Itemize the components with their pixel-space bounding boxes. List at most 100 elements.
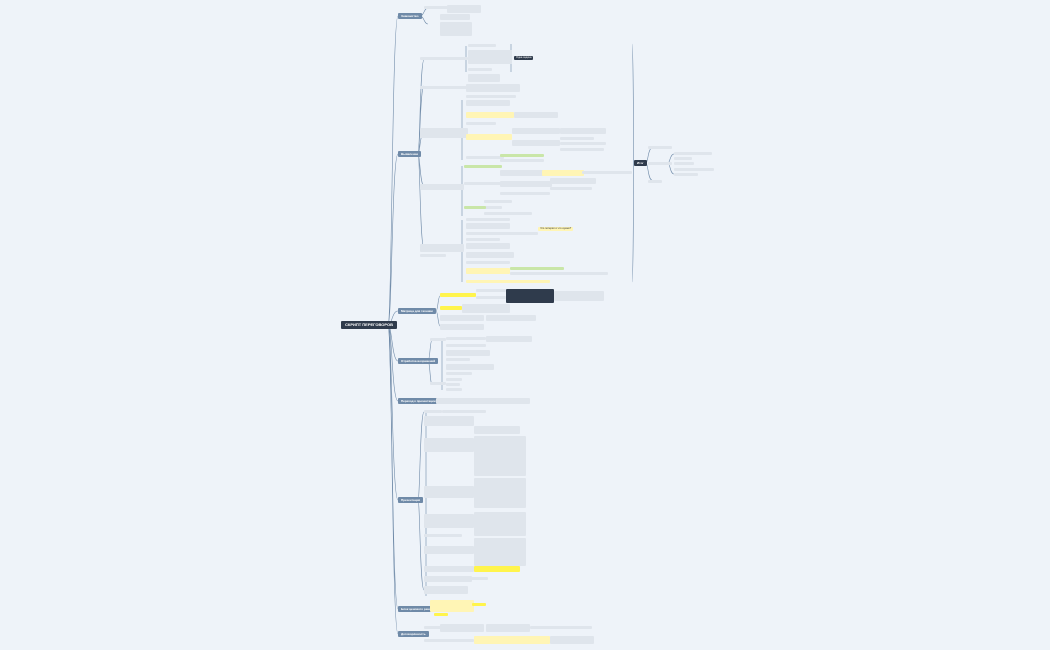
leaf-block [466, 223, 510, 229]
leaf-block [582, 171, 632, 174]
leaf-block [440, 22, 472, 36]
root-node[interactable]: СКРИПТ ПЕРЕГОВОРОВ [341, 321, 398, 329]
side-node[interactable]: Итог [634, 160, 647, 166]
leaf-block [430, 338, 446, 341]
branch-intro[interactable]: Знакомство [398, 13, 422, 19]
leaf-block [512, 128, 560, 134]
leaf-block [512, 140, 560, 146]
leaf-block [674, 152, 712, 155]
leaf-block [464, 182, 502, 185]
branch-agreement[interactable]: Договорённость [398, 631, 429, 637]
leaf-block [446, 337, 486, 340]
leaf-block [674, 157, 692, 160]
leaf-block [476, 296, 506, 299]
leaf-block [468, 74, 500, 82]
leaf-block [424, 546, 474, 554]
leaf-block [476, 289, 506, 292]
leaf-block [532, 267, 564, 270]
leaf-block [466, 238, 500, 241]
leaf-block [440, 315, 484, 321]
dark-box: Одна задача [514, 56, 534, 60]
leaf-block [506, 289, 554, 303]
leaf-block [440, 324, 484, 330]
leaf-block [466, 134, 512, 140]
leaf-block [466, 84, 520, 92]
leaf-block [440, 624, 484, 632]
callout: Что потерял и что нужно? [538, 227, 574, 231]
leaf-block [430, 382, 446, 385]
branch-matrix[interactable]: Матрица для техники [398, 308, 436, 314]
leaf-block [446, 364, 494, 370]
leaf-block [500, 181, 552, 187]
leaf-block [446, 358, 470, 361]
leaf-block [554, 291, 604, 301]
leaf-block [446, 350, 490, 356]
leaf-block [648, 180, 662, 183]
branch-price[interactable]: Блок ценового решения [398, 606, 440, 612]
leaf-block [484, 206, 502, 209]
leaf-block [542, 170, 584, 176]
leaf-block [674, 173, 698, 176]
leaf-block [474, 426, 520, 434]
leaf-block [530, 626, 568, 629]
leaf-block [420, 254, 446, 257]
leaf-block [446, 378, 462, 381]
leaf-block [420, 244, 464, 252]
leaf-block [466, 112, 514, 118]
leaf-block [466, 280, 550, 283]
leaf-block [462, 304, 510, 313]
branch-presentation[interactable]: Презентация [398, 497, 424, 503]
leaf-block [466, 218, 510, 221]
leaf-block [468, 68, 492, 71]
leaf-block [466, 268, 510, 274]
leaf-block [648, 162, 672, 165]
leaf-block [514, 112, 558, 118]
leaf-block [466, 261, 510, 264]
leaf-block [424, 534, 462, 537]
leaf-block [424, 566, 474, 572]
leaf-block [674, 162, 694, 165]
leaf-block [474, 478, 526, 508]
leaf-block [446, 344, 486, 347]
leaf-block [424, 586, 468, 594]
leaf-block [464, 206, 486, 209]
leaf-block [446, 388, 462, 391]
leaf-block [486, 624, 530, 632]
leaf-block [420, 86, 468, 89]
leaf-block [440, 293, 476, 297]
leaf-block [424, 6, 448, 9]
leaf-block [486, 315, 536, 321]
branch-discovery[interactable]: Выявление [398, 151, 422, 157]
leaf-block [566, 626, 592, 629]
leaf-block [648, 146, 672, 149]
leaf-block [510, 267, 534, 270]
leaf-block [446, 383, 460, 386]
leaf-block [560, 142, 606, 145]
leaf-block [674, 168, 714, 171]
leaf-block [447, 5, 481, 13]
branch-transition[interactable]: Переход к презентации [398, 398, 439, 404]
leaf-block [424, 410, 442, 413]
leaf-block [442, 410, 486, 413]
leaf-block [424, 514, 474, 528]
leaf-block [560, 148, 604, 151]
leaf-block [466, 100, 510, 106]
leaf-block [474, 636, 550, 644]
leaf-block [424, 626, 442, 629]
leaf-block [420, 57, 468, 60]
leaf-block [424, 639, 474, 642]
leaf-block [466, 232, 538, 235]
leaf-block [510, 272, 608, 275]
leaf-block [430, 600, 474, 612]
leaf-block [500, 154, 544, 157]
leaf-block [474, 512, 526, 536]
leaf-block [486, 336, 532, 342]
branch-objections[interactable]: Отработка возражений [398, 358, 439, 364]
leaf-block [472, 603, 486, 606]
leaf-block [466, 156, 504, 159]
leaf-block [440, 306, 462, 310]
leaf-block [464, 165, 502, 168]
leaf-block [474, 436, 526, 476]
leaf-block [470, 577, 488, 580]
